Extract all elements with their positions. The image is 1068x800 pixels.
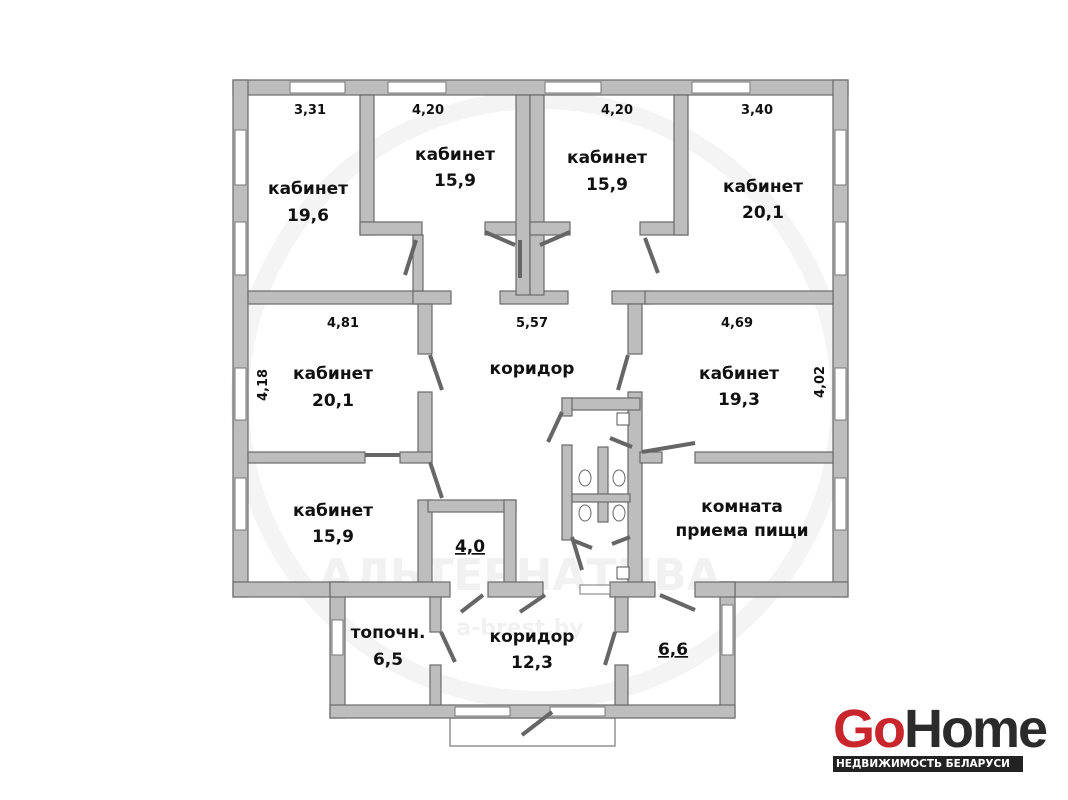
room-area: 6,5 bbox=[373, 650, 403, 670]
room-labels: кабинет 19,6 кабинет 15,9 кабинет 15,9 к… bbox=[268, 145, 808, 673]
room-area: 12,3 bbox=[511, 653, 553, 673]
toilet-icon bbox=[612, 469, 626, 487]
svg-text:a-brest.by: a-brest.by bbox=[456, 616, 584, 641]
room-area: 15,9 bbox=[434, 171, 476, 191]
room-name: кабинет bbox=[293, 364, 373, 384]
dim-label: 4,69 bbox=[721, 316, 753, 331]
gohome-logo: GoHome НЕДВИЖИМОСТЬ БЕЛАРУСИ bbox=[833, 702, 1048, 772]
toilet-icon bbox=[612, 504, 626, 522]
dim-label: 4,20 bbox=[601, 103, 633, 118]
dim-label: 3,40 bbox=[741, 103, 773, 118]
room-name: коридор bbox=[490, 627, 575, 647]
logo-tagline: НЕДВИЖИМОСТЬ БЕЛАРУСИ bbox=[833, 756, 1023, 772]
dim-label: 4,02 bbox=[813, 366, 828, 398]
room-area: 20,1 bbox=[742, 203, 784, 223]
room-name: кабинет bbox=[567, 148, 647, 168]
room-area: 15,9 bbox=[312, 527, 354, 547]
room-area: 6,6 bbox=[658, 640, 688, 660]
dim-label: 5,57 bbox=[516, 316, 548, 331]
room-name: кабинет bbox=[415, 145, 495, 165]
room-name: кабинет bbox=[293, 501, 373, 521]
dim-label: 3,31 bbox=[294, 103, 326, 118]
room-name: комната bbox=[701, 497, 783, 517]
toilet-icon bbox=[578, 469, 592, 487]
windows bbox=[234, 81, 847, 717]
room-area: 4,0 bbox=[455, 537, 485, 557]
room-name: кабинет bbox=[699, 364, 779, 384]
room-name: топочн. bbox=[351, 623, 426, 643]
logo-go: Go bbox=[833, 699, 906, 759]
room-area: 19,3 bbox=[718, 390, 760, 410]
porch-step bbox=[449, 717, 616, 747]
dim-label: 4,18 bbox=[256, 369, 271, 401]
dim-label: 4,20 bbox=[412, 103, 444, 118]
room-area: 19,6 bbox=[287, 206, 329, 226]
room-name: кабинет bbox=[268, 179, 348, 199]
room-area: 20,1 bbox=[312, 391, 354, 411]
dim-label: 4,81 bbox=[327, 316, 359, 331]
dimension-labels: 3,31 4,20 4,20 3,40 4,81 5,57 4,69 4,18 … bbox=[256, 103, 828, 401]
walls bbox=[232, 79, 849, 719]
doors bbox=[365, 230, 696, 737]
room-name: кабинет bbox=[723, 177, 803, 197]
room-area: 15,9 bbox=[586, 175, 628, 195]
toilet-icon bbox=[578, 504, 592, 522]
logo-home: Home bbox=[904, 699, 1048, 759]
room-name: коридор bbox=[490, 359, 575, 379]
wc-fixtures bbox=[578, 412, 630, 580]
room-name: приема пищи bbox=[675, 521, 808, 541]
